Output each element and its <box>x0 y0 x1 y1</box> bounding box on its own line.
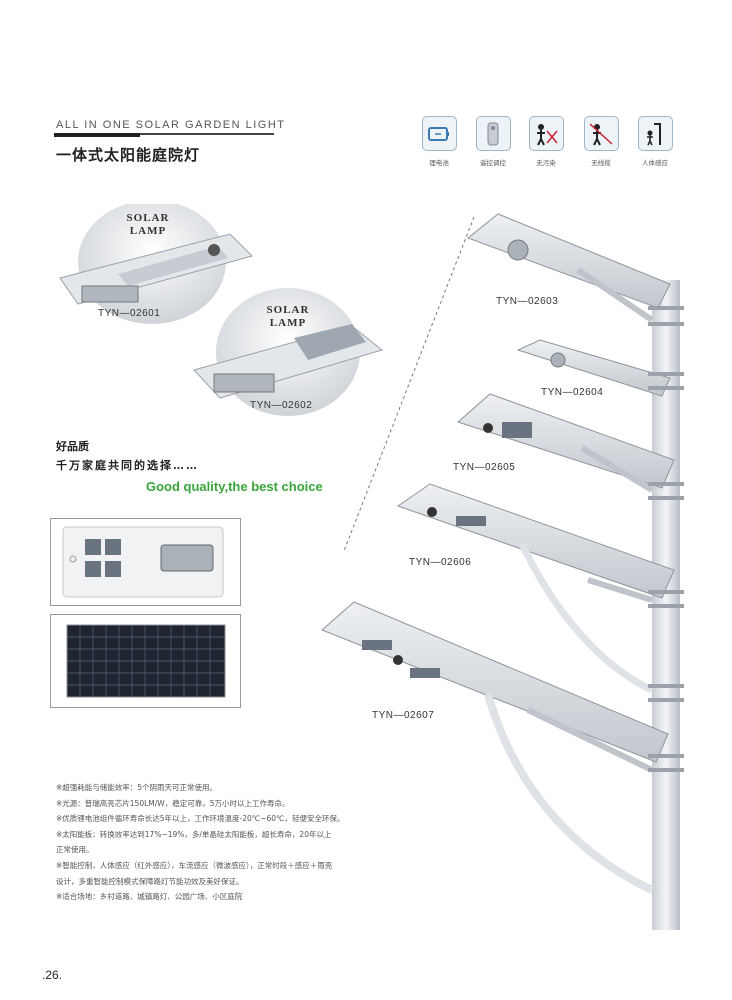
lamp-02607 <box>321 601 669 763</box>
specs-list: ※超强耗能与储能效率：5个阴雨天可正常使用。 ※光源：普瑞高亮芯片150LM/W… <box>56 780 436 905</box>
tagline-line2: 千万家庭共同的选择…… <box>56 459 199 472</box>
top-view-photo <box>50 518 241 606</box>
model-label-02605: TYN—02605 <box>453 462 516 473</box>
feature-no-pollution: 无污染 <box>525 116 567 167</box>
spec-line: ※适合场地：乡村道路、城镇路灯、公园广场、小区庭院 <box>56 892 243 902</box>
model-label: TYN—02601 <box>98 308 161 319</box>
product-image-02601 <box>59 204 253 324</box>
lamp-label-line: SOLAR <box>266 304 310 316</box>
human-sensor-icon <box>637 116 673 151</box>
feature-battery: 锂电池 <box>418 116 460 167</box>
feature-label: 遥控调控 <box>480 159 506 167</box>
title-chinese: 一体式太阳能庭院灯 <box>56 146 201 164</box>
page-number: .26. <box>42 968 63 982</box>
solar-panel-photo <box>50 614 241 708</box>
model-label-02607: TYN—02607 <box>372 710 435 721</box>
pole-lamp-illustration <box>321 213 684 930</box>
spec-line: ※优质锂电池组件循环寿命长达5年以上，工作环境温度-20℃~60℃，轻便安全环保… <box>56 814 345 824</box>
feature-human-sensor: 人体感应 <box>634 116 676 167</box>
title-rule <box>54 133 274 135</box>
spec-line: ※太阳能板：转换效率达到17%~19%，多/单晶硅太阳能板，超长寿命，20年以上 <box>56 829 332 839</box>
spec-line: ※超强耗能与储能效率：5个阴雨天可正常使用。 <box>56 783 218 792</box>
spec-line: 设计，多重智能控制模式保障路灯节能功效及美好保证。 <box>56 876 244 886</box>
tagline-english: Good quality,the best choice <box>146 479 323 494</box>
spec-line: ※智能控制，人体感应（红外感应），车流感应（微波感应），正常时段＋感应＋雨亮 <box>56 860 333 870</box>
no-cable-icon <box>583 116 619 151</box>
lamp-label-line: LAMP <box>129 225 167 237</box>
model-label-02606: TYN—02606 <box>409 557 472 568</box>
product-image-02602 <box>193 288 384 416</box>
battery-icon <box>421 116 457 151</box>
feature-remote: 遥控调控 <box>472 116 514 167</box>
spec-line: ※光源：普瑞高亮芯片150LM/W，稳定可靠，5万小时以上工作寿命。 <box>56 798 290 808</box>
title-english: ALL IN ONE SOLAR GARDEN LIGHT <box>56 119 286 131</box>
feature-no-cable: 无线缆 <box>580 116 622 167</box>
lamp-02606 <box>396 483 675 599</box>
feature-label: 无线缆 <box>591 159 611 167</box>
lamp-label-line: SOLAR <box>126 212 170 224</box>
no-pollution-icon <box>528 116 564 151</box>
model-label: TYN—02602 <box>250 400 313 411</box>
lamp-label-line: LAMP <box>269 317 307 329</box>
tagline-line1: 好品质 <box>56 440 89 453</box>
feature-label: 锂电池 <box>429 159 449 167</box>
title-rule-accent <box>54 133 140 137</box>
lamp-02603 <box>466 213 671 309</box>
spec-line: 正常使用。 <box>56 845 94 855</box>
feature-label: 人体感应 <box>642 159 668 167</box>
model-label-02603: TYN—02603 <box>496 296 559 307</box>
remote-control-icon <box>475 116 511 151</box>
feature-label: 无污染 <box>536 159 556 167</box>
model-label-02604: TYN—02604 <box>541 387 604 398</box>
lamp-02605 <box>457 393 675 489</box>
